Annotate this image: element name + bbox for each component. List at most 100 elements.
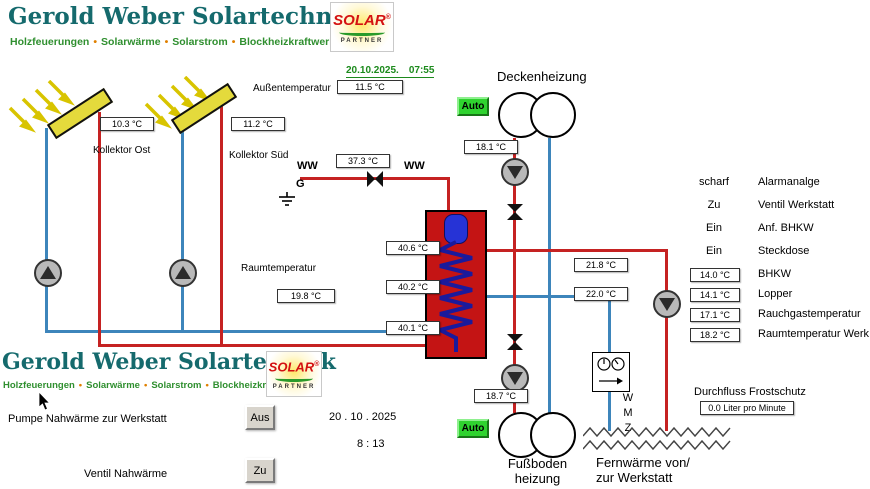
bullet-separator: • xyxy=(143,380,148,391)
bottom-date: 20 . 10 . 2025 xyxy=(329,411,397,423)
subtitle-item: Holzfeuerungen xyxy=(10,36,90,48)
time-value: 07:55 xyxy=(408,65,435,76)
return-temp: 22.0 °C xyxy=(574,287,628,301)
status-value: 14.1 °C xyxy=(690,288,740,302)
mouse-cursor-icon xyxy=(38,392,51,411)
pipe-hot-ww-riser xyxy=(447,177,450,212)
flow-direction-icon xyxy=(659,298,675,311)
brand-title: Gerold Weber Solartechnik xyxy=(8,3,358,30)
ground-icon xyxy=(279,192,295,206)
pumpe-nahwaerme-button[interactable]: Aus xyxy=(245,405,275,430)
heat-exchanger-coil-icon xyxy=(434,240,473,352)
deckenheizung-label: Deckenheizung xyxy=(497,69,587,84)
wmz-heat-meter xyxy=(592,352,630,392)
g-label: G xyxy=(296,178,305,190)
sun-rays-icon xyxy=(8,80,76,133)
pipe-hot-collector-sued xyxy=(220,106,223,347)
bullet-separator: • xyxy=(231,36,236,48)
status-row: Ein Steckdose xyxy=(683,245,870,265)
tank-temp-bottom: 40.1 °C xyxy=(386,321,440,335)
status-label: Raumtemperatur Werk xyxy=(758,328,870,340)
raumtemperatur-label: Raumtemperatur xyxy=(241,263,317,274)
fussboden-label-2: heizung xyxy=(514,471,561,486)
pump-collector-sued xyxy=(169,259,197,287)
bullet-separator: • xyxy=(205,380,209,391)
pump-fussboden xyxy=(501,364,529,392)
logo-swoosh xyxy=(339,29,385,36)
status-value: Ein xyxy=(706,245,722,257)
status-row: 18.2 °C Raumtemperatur Werk xyxy=(683,328,870,348)
supply-temp: 21.8 °C xyxy=(574,258,628,272)
status-label: Alarmanalge xyxy=(758,176,820,188)
pumpe-nahwaerme-label: Pumpe Nahwärme zur Werkstatt xyxy=(8,413,167,425)
collector-sued-label: Kollektor Süd xyxy=(229,150,289,161)
flow-direction-icon xyxy=(40,266,56,279)
pipe-cold-collector-ost xyxy=(45,128,48,332)
pipe-cold-wmz-top xyxy=(608,295,611,353)
aussentemperatur-label: Außentemperatur xyxy=(253,83,331,94)
pipe-cold-heating-riser xyxy=(548,138,551,413)
deckenheizung-temp: 18.1 °C xyxy=(464,140,518,154)
pipe-cold-wmz-bottom xyxy=(608,389,611,431)
fernwaerme-label-2: zur Werkstatt xyxy=(596,470,673,485)
status-row: 14.1 °C Lopper xyxy=(683,288,870,308)
solar-partner-logo-secondary: SOLAR® PARTNER xyxy=(266,351,322,397)
pump-collector-ost xyxy=(34,259,62,287)
logo-solar-text: SOLAR® xyxy=(333,12,391,29)
subtitle-item: Solarstrom xyxy=(151,380,202,391)
status-label: Rauchgastemperatur xyxy=(758,308,861,320)
subtitle-item: Holzfeuerungen xyxy=(3,380,75,391)
fussboden-label-1: Fußboden xyxy=(507,456,568,471)
collector-ost-label: Kollektor Ost xyxy=(93,145,151,156)
valve-ww-icon xyxy=(367,170,383,188)
durchfluss-label: Durchfluss Frostschutz xyxy=(694,386,806,398)
deckenheizung-radiator-icon xyxy=(498,92,576,138)
ventil-nahwaerme-label: Ventil Nahwärme xyxy=(84,468,168,480)
status-value: scharf xyxy=(699,176,729,188)
pipe-cold-collector-sued xyxy=(181,122,184,332)
meter-dials-icon xyxy=(597,357,625,385)
status-label: Anf. BHKW xyxy=(758,222,814,234)
bullet-separator: • xyxy=(164,36,169,48)
status-value: 18.2 °C xyxy=(690,328,740,342)
ww-label-1: WW xyxy=(297,160,318,172)
status-row: Ein Anf. BHKW xyxy=(683,222,870,242)
fernwaerme-label-1: Fernwärme von/ xyxy=(596,455,690,470)
fussboden-auto-button[interactable]: Auto xyxy=(457,419,489,438)
ventil-nahwaerme-button[interactable]: Zu xyxy=(245,458,275,483)
sun-rays-icon xyxy=(144,76,212,129)
subtitle-item: Solarwärme xyxy=(101,36,161,48)
tank-sensor-icon xyxy=(444,214,468,244)
bullet-separator: • xyxy=(78,380,83,391)
registered-mark: ® xyxy=(314,361,320,368)
subtitle-item: Solarstrom xyxy=(172,36,228,48)
flow-direction-icon xyxy=(175,266,191,279)
valve-fussboden-icon xyxy=(506,334,524,350)
bottom-time: 8 : 13 xyxy=(357,438,385,450)
status-label: Ventil Werkstatt xyxy=(758,199,835,211)
pump-fernwaerme xyxy=(653,290,681,318)
status-value: Ein xyxy=(706,222,722,234)
solar-partner-logo: SOLAR® PARTNER xyxy=(330,2,394,52)
status-label: Lopper xyxy=(758,288,793,300)
aussentemperatur-value: 11.5 °C xyxy=(337,80,403,94)
flow-direction-icon xyxy=(507,372,523,385)
pipe-hot-heating-riser xyxy=(513,138,516,413)
brand-subtitle-secondary: Holzfeuerungen•Solarwärme•Solarstrom•Blo… xyxy=(3,380,305,391)
pipe-cold-to-tank xyxy=(45,330,428,333)
raumtemperatur-value: 19.8 °C xyxy=(277,289,335,303)
ww-temp: 37.3 °C xyxy=(336,154,390,168)
pump-deckenheizung xyxy=(501,158,529,186)
tank-temp-mid: 40.2 °C xyxy=(386,280,440,294)
status-label: Steckdose xyxy=(758,245,810,257)
deckenheizung-auto-button[interactable]: Auto xyxy=(457,97,489,116)
fussboden-temp: 18.7 °C xyxy=(474,389,528,403)
subtitle-item: Blockheizkraftwerke xyxy=(212,380,305,391)
valve-deckenheizung-icon xyxy=(506,204,524,220)
status-label: BHKW xyxy=(758,268,791,280)
